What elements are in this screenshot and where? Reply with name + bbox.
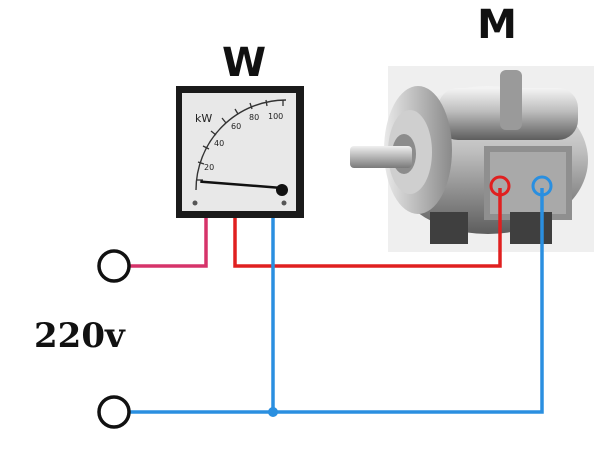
meter-to-motor-red-wire <box>233 188 502 268</box>
motor-label: M <box>477 2 517 48</box>
meter-scale-40: 40 <box>214 139 224 148</box>
motor-image <box>350 66 594 252</box>
motor-terminal-blue <box>531 175 553 197</box>
meter-needle <box>200 180 283 190</box>
neutral-return-blue-wire <box>130 188 544 414</box>
meter-unit: kW <box>195 112 212 125</box>
meter-scale-20: 20 <box>204 163 214 172</box>
supply-voltage-label: 220v <box>34 316 126 356</box>
meter-scale-60: 60 <box>231 122 241 131</box>
meter-label: W <box>222 40 266 86</box>
meter-scale-100: 100 <box>268 112 283 121</box>
meter-screw-left <box>192 200 198 206</box>
wires <box>130 188 544 414</box>
supply-terminal-top <box>97 249 131 283</box>
supply-terminal-bottom <box>97 395 131 429</box>
meter-tick-marks <box>197 99 284 181</box>
wattmeter: kW 20 40 60 80 100 <box>176 86 304 218</box>
neutral-junction-dot <box>268 407 278 417</box>
live-supply-wire <box>130 218 208 268</box>
meter-pivot <box>276 184 288 196</box>
meter-scale-80: 80 <box>249 113 259 122</box>
meter-screw-right <box>281 200 287 206</box>
motor-terminal-red <box>489 175 511 197</box>
